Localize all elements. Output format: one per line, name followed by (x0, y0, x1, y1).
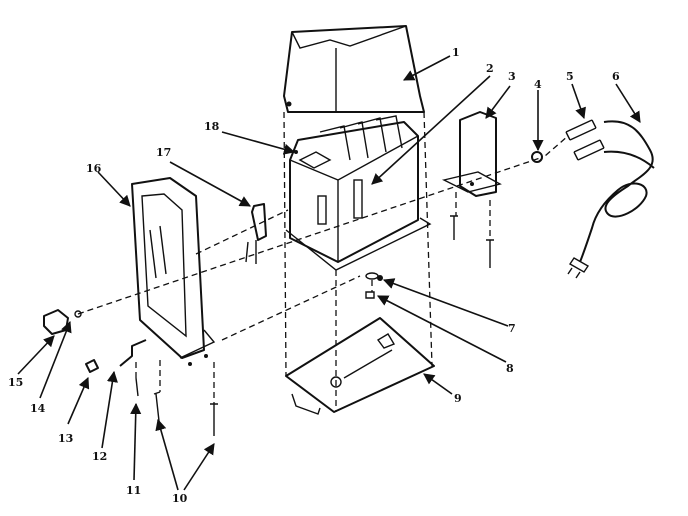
callout-18: 18 (204, 120, 220, 133)
callout-5: 5 (566, 70, 574, 83)
callout-labels: 1 2 3 4 5 6 7 8 9 10 11 12 13 14 15 16 1… (8, 46, 620, 505)
part-1-top-housing (283, 25, 425, 113)
callout-7: 7 (508, 322, 516, 335)
callout-15: 15 (8, 376, 23, 389)
callout-2: 2 (486, 62, 494, 75)
callout-14: 14 (30, 402, 46, 415)
part-8-clip (365, 291, 375, 299)
part-12-crank (119, 339, 147, 367)
part-17-lever (251, 203, 267, 264)
callout-3: 3 (508, 70, 516, 83)
callout-17: 17 (156, 146, 171, 159)
assembly-lines (77, 111, 569, 412)
callout-8: 8 (506, 362, 514, 375)
part-7-washer (365, 272, 383, 281)
part-11-pin (135, 377, 139, 397)
callout-6: 6 (612, 70, 620, 83)
callout-16: 16 (86, 162, 102, 175)
callout-12: 12 (92, 450, 107, 463)
part-10-screws (153, 391, 218, 436)
part-9-base-plate (285, 317, 435, 415)
part-4-bushing (531, 151, 543, 163)
part-15-foot (43, 309, 69, 335)
callout-9: 9 (454, 392, 462, 405)
part-3-rear-bracket (441, 111, 502, 197)
assembly-screws (245, 215, 494, 268)
part-14-washer (74, 310, 82, 318)
part-5-connectors (565, 119, 605, 161)
callout-leaders (17, 55, 641, 491)
part-2-chassis (285, 115, 432, 271)
callout-13: 13 (58, 432, 73, 445)
callout-4: 4 (534, 78, 542, 91)
part-6-power-cord (567, 120, 655, 279)
callout-11: 11 (126, 484, 141, 497)
part-16-front-panel (131, 177, 216, 366)
callout-1: 1 (452, 46, 460, 59)
callout-10: 10 (172, 492, 188, 505)
part-13-knob (85, 359, 99, 373)
